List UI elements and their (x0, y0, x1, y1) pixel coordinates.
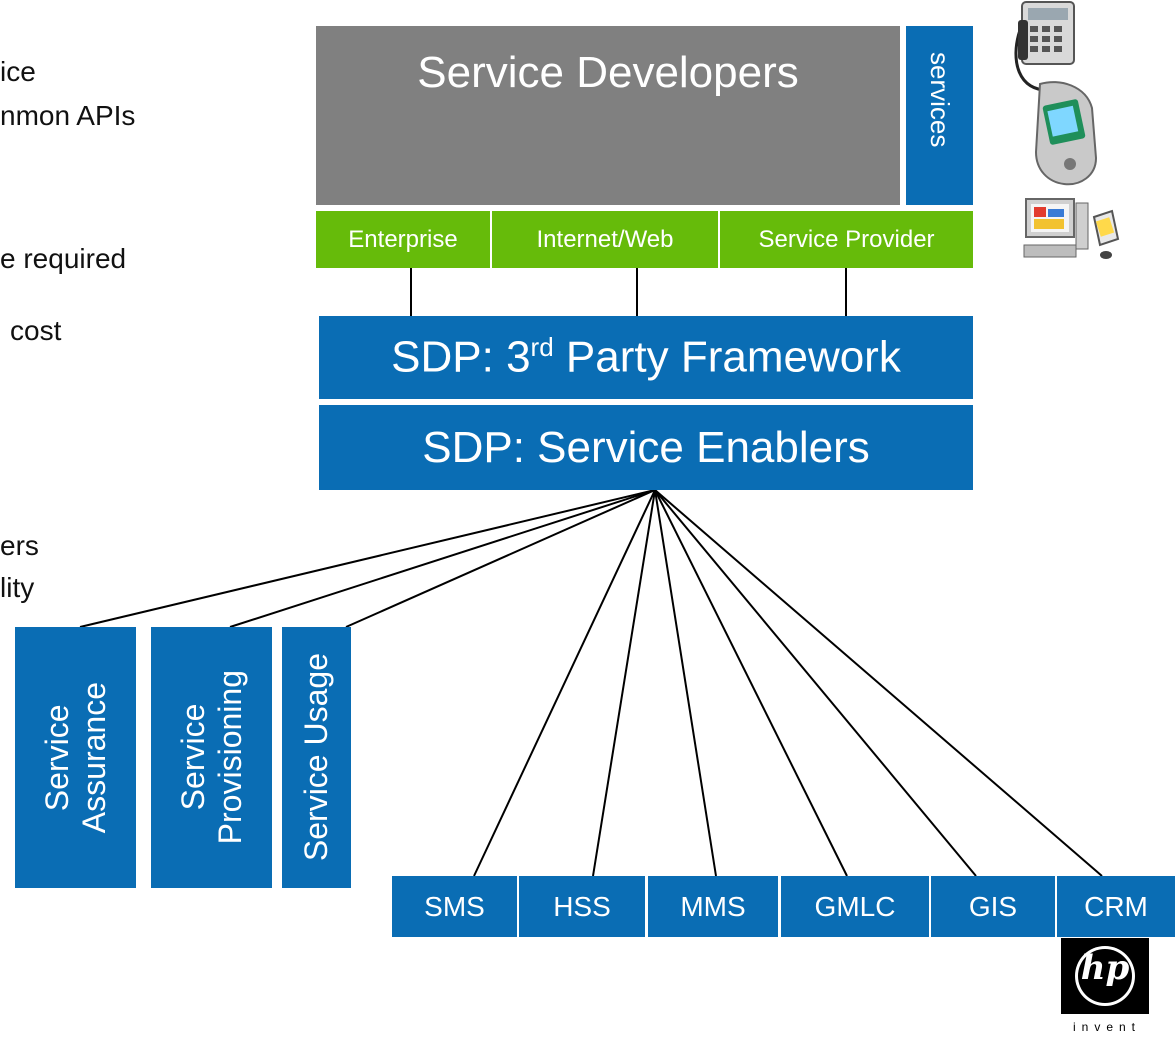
connector-gis (654, 489, 977, 877)
connector-assurance (79, 489, 656, 628)
connector-gmlc (654, 489, 848, 877)
connector-hss (592, 489, 656, 877)
left-text-line2: nmon APIs (0, 100, 136, 131)
pda-phone-icon (1034, 81, 1098, 186)
hp-logo-text: hp (1080, 948, 1130, 988)
connector-mms (654, 489, 717, 877)
green-bar-internet-web: Internet/Web (492, 211, 718, 268)
enabler-mms: MMS (648, 876, 778, 937)
enabler-hss: HSS (519, 876, 645, 937)
service-developers-box: Service Developers (316, 26, 900, 205)
hp-logo-tagline: invent (1072, 1020, 1142, 1034)
connector-sms (473, 489, 656, 877)
desktop-computer-icon (1023, 198, 1120, 259)
desk-phone-icon (1014, 1, 1075, 92)
enablers-box: SDP: Service Enablers (319, 405, 973, 490)
left-text-line6: lity (0, 572, 35, 603)
left-text-line1: ice (0, 56, 36, 87)
service-developers-label: Service Developers (417, 48, 799, 97)
green-bar-enterprise: Enterprise (316, 211, 490, 268)
left-text-line3: e required (0, 243, 127, 274)
left-text-line5: ers (0, 530, 39, 561)
connector-usage (345, 489, 656, 628)
left-text-line4: cost (10, 315, 62, 346)
enabler-gmlc: GMLC (781, 876, 929, 937)
green-bar-service-provider: Service Provider (720, 211, 973, 268)
service-usage-box: Service Usage (282, 627, 351, 888)
services-tab: services (906, 26, 973, 205)
framework-label: SDP: 3rd Party Framework (391, 332, 901, 382)
enabler-sms: SMS (392, 876, 517, 937)
hp-logo-mark (1061, 938, 1149, 1014)
connector-crm (654, 489, 1103, 877)
hp-logo: hp invent (1055, 938, 1155, 1048)
enablers-label: SDP: Service Enablers (422, 422, 870, 472)
services-tab-label: services (925, 52, 955, 148)
connector-provisioning (229, 489, 656, 628)
enabler-crm: CRM (1057, 876, 1175, 937)
framework-box: SDP: 3rd Party Framework (319, 316, 973, 399)
enabler-gis: GIS (931, 876, 1055, 937)
